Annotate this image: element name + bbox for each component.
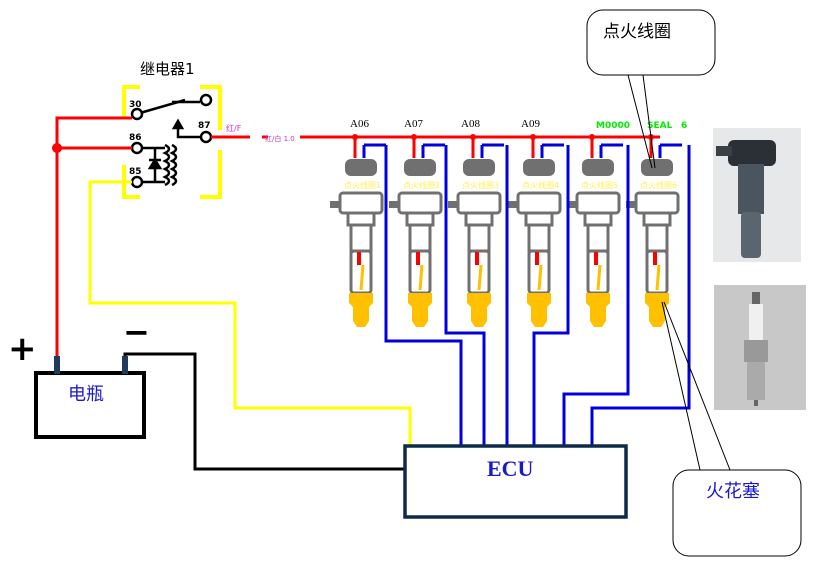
- coil-connector: [523, 159, 555, 176]
- wire-label-red-white: 红/白 1.0: [265, 134, 295, 143]
- coil-connector: [345, 159, 377, 176]
- ignition-coils: 点火线圈1 点火线圈2 点火线圈3 点火线圈4 点火线圈5 点火线圈6: [330, 134, 682, 327]
- pin-30-label: 30: [129, 100, 142, 110]
- battery-minus-terminal: [122, 356, 128, 374]
- spark-plug: [527, 293, 551, 327]
- coil-label: 点火线圈1: [344, 180, 381, 190]
- coil-callout: [586, 9, 716, 76]
- ignition-coil: 点火线圈5: [567, 134, 623, 327]
- coil-callout-label: 点火线圈: [603, 22, 671, 42]
- spark-plug: [349, 293, 373, 327]
- coil-label: 点火线圈4: [522, 180, 559, 190]
- coil-connector: [463, 159, 495, 176]
- ecu-box: [403, 444, 628, 519]
- spark-plug: [408, 293, 432, 327]
- relay: [122, 85, 222, 199]
- coil-id-a07: A07: [404, 118, 423, 130]
- green-label-2: SEAL: [647, 121, 673, 131]
- ecu-label: ECU: [487, 456, 534, 481]
- relay-control-wire: [88, 180, 412, 447]
- coil-id-a09: A09: [521, 118, 540, 130]
- spark-plug-photo: [714, 285, 806, 410]
- spark-plug: [586, 293, 610, 327]
- ignition-coil: 点火线圈6: [626, 134, 682, 327]
- spark-plug: [645, 293, 669, 327]
- battery-label: 电瓶: [68, 384, 104, 405]
- green-label-1: M0000: [596, 121, 630, 131]
- coil-label: 点火线圈2: [403, 180, 440, 190]
- green-label-3: 6: [681, 121, 687, 131]
- coil-connector: [582, 159, 614, 176]
- ignition-coil: 点火线圈4: [508, 134, 564, 327]
- coil-connector: [641, 159, 673, 176]
- pin-86-label: 86: [129, 133, 142, 143]
- power-wires: [55, 116, 660, 360]
- signal-wires: [384, 145, 691, 447]
- coil-label: 点火线圈5: [581, 180, 618, 190]
- relay-pins: [130, 93, 213, 189]
- coil-id-a06: A06: [350, 118, 369, 130]
- pin-85-label: 85: [129, 167, 142, 177]
- ignition-coil: 点火线圈2: [389, 134, 445, 327]
- junction-dot: [52, 143, 62, 153]
- spark-plug-callout-pointer: [661, 301, 701, 471]
- pin-87-label: 87: [198, 121, 211, 131]
- relay-internals: [139, 98, 200, 187]
- ground-wire: [123, 352, 405, 471]
- coil-callout-pointer: [627, 74, 653, 169]
- coil-label: 点火线圈3: [462, 180, 499, 190]
- coil-photo: [713, 128, 801, 262]
- battery: [34, 371, 146, 439]
- battery-plus-sign: +: [8, 329, 37, 369]
- ignition-coil: 点火线圈3: [448, 134, 504, 327]
- coil-connector: [404, 159, 436, 176]
- ignition-coil: 点火线圈1: [330, 134, 386, 327]
- battery-minus-sign: −: [123, 313, 150, 351]
- battery-plus-terminal: [54, 356, 60, 374]
- spark-plug-callout-label: 火花塞: [706, 481, 760, 502]
- spark-plug: [467, 293, 491, 327]
- coil-label: 点火线圈6: [640, 180, 677, 190]
- spark-plug-callout: [672, 469, 802, 557]
- relay-title: 继电器1: [140, 60, 195, 78]
- coil-id-a08: A08: [461, 118, 480, 130]
- wire-label-red-f: 红/F: [226, 123, 242, 133]
